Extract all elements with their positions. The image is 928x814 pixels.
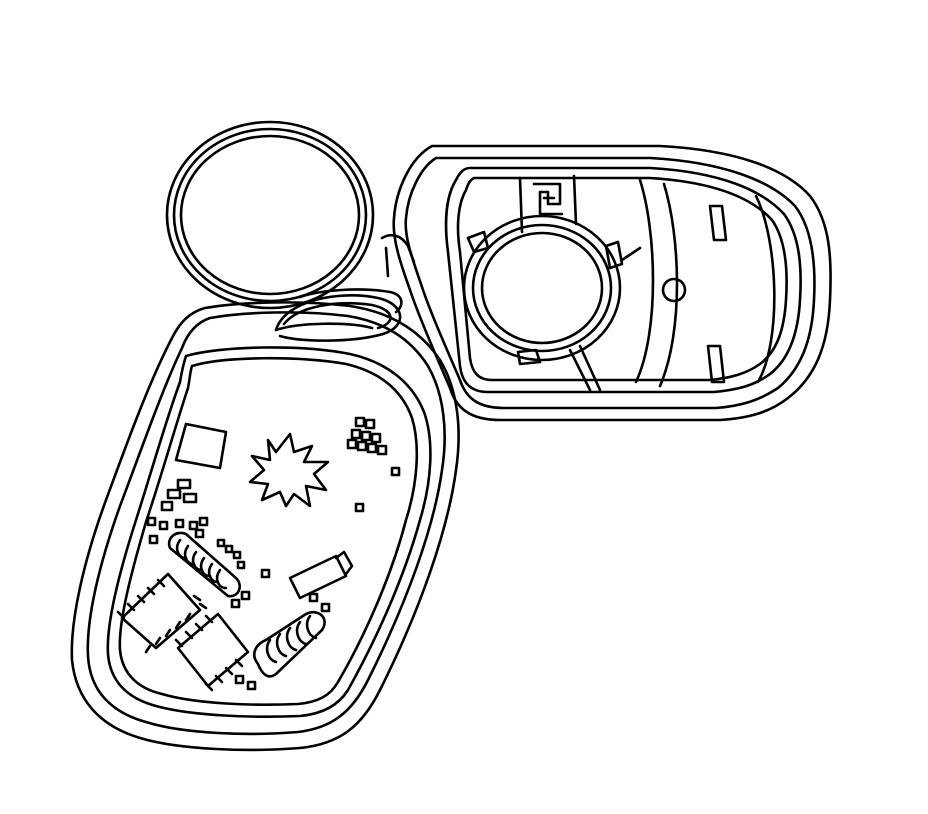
rear-housing-icon — [70, 301, 460, 752]
front-cover-icon — [380, 144, 832, 422]
battery-holder-icon — [288, 550, 354, 600]
chip-icon — [116, 572, 208, 654]
chip-icon — [174, 612, 250, 692]
circuit-board-icon — [116, 416, 401, 692]
chip-icon — [174, 422, 228, 470]
coil-icon — [167, 531, 241, 598]
coil-icon — [253, 610, 326, 678]
